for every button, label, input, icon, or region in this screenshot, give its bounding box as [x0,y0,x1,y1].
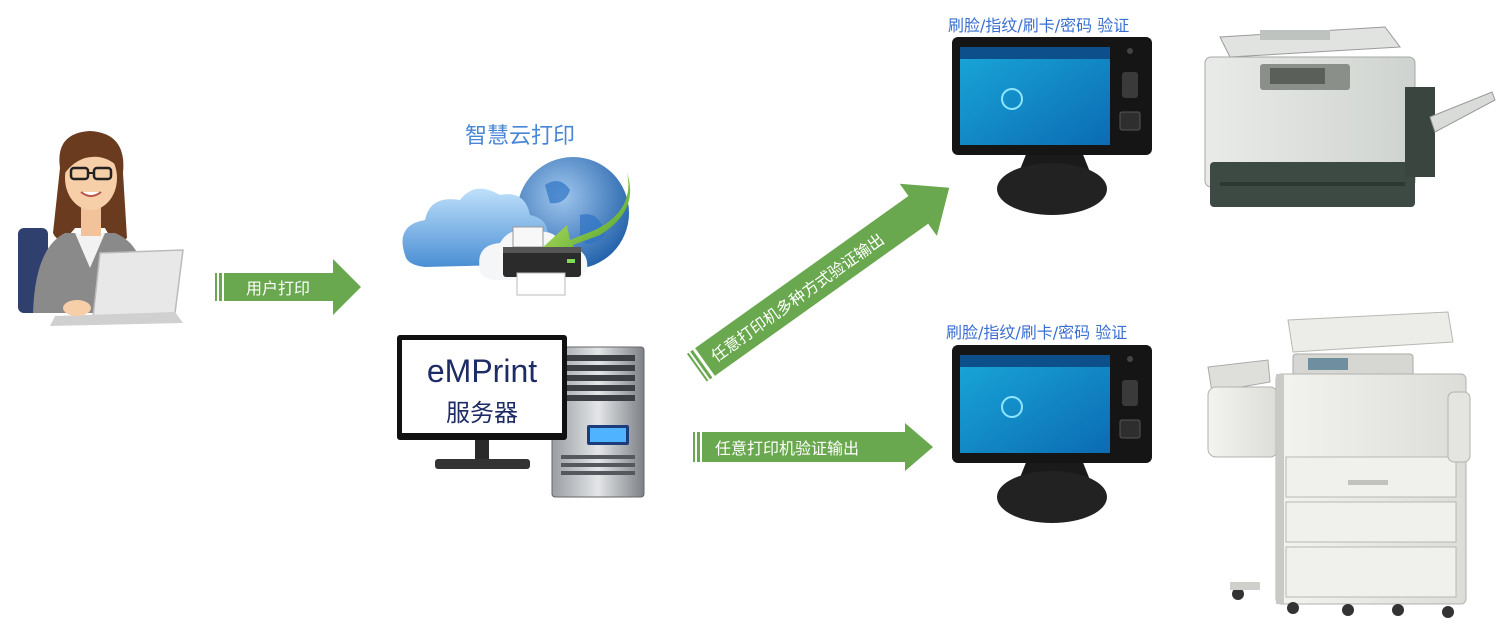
user-print-arrow: 用户打印 [215,259,361,315]
multi-auth-output-arrow: 任意打印机多种方式验证输出 [682,183,982,387]
terminal-top-caption: 刷脸/指纹/刷卡/密码 验证 [948,16,1130,35]
user-with-laptop [15,128,190,328]
auth-terminal-top [952,37,1162,217]
printer-top [1200,22,1496,212]
cloud-print-title: 智慧云打印 [465,124,576,149]
server-name: eMPrint [426,353,538,389]
cloud-print-illustration [395,155,640,300]
terminal-bottom-caption: 刷脸/指纹/刷卡/密码 验证 [946,323,1128,342]
verify-output-arrow: 任意打印机验证输出 [693,423,933,471]
user-print-label: 用户打印 [246,279,311,298]
printer-bottom [1198,311,1476,624]
emprint-server: eMPrint 服务器 [397,335,647,500]
auth-terminal-bottom [952,345,1162,525]
server-subtitle: 服务器 [446,400,518,427]
verify-output-label: 任意打印机验证输出 [715,439,860,458]
